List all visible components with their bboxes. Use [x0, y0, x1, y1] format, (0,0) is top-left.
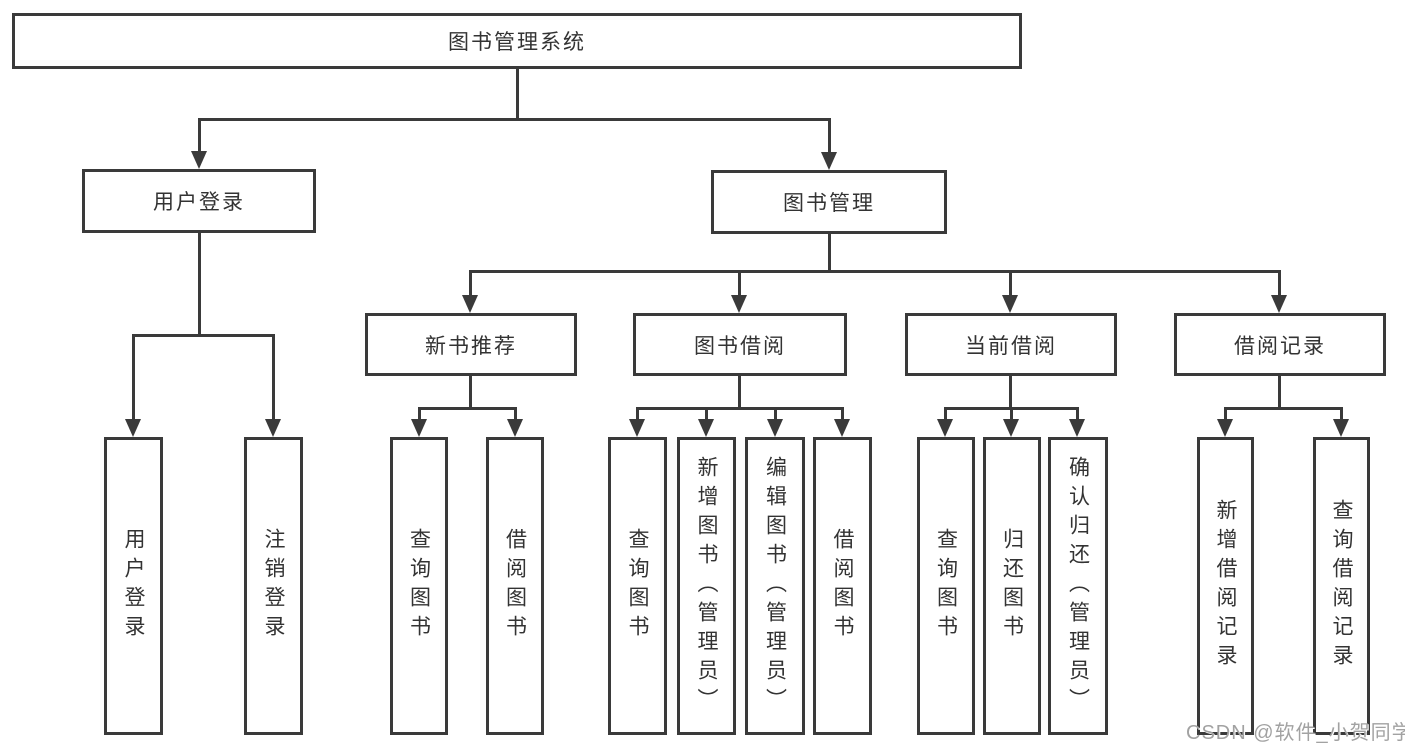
- arrowhead-down-icon: [1069, 419, 1085, 437]
- node-bb-edit-label: 编辑图书（管理员）: [763, 455, 787, 717]
- node-user-login-label: 用户登录: [153, 191, 245, 214]
- connector-root-stem: [516, 67, 519, 120]
- node-bb-add-label: 新增图书（管理员）: [695, 455, 718, 717]
- connector-stem: [418, 407, 421, 423]
- node-bb-add: 新增图书（管理员）: [677, 437, 736, 735]
- node-new-book-rec-label: 新书推荐: [425, 334, 517, 358]
- connector-stem: [774, 407, 777, 423]
- connector-root-branch: [198, 118, 831, 121]
- connector-stem: [1278, 376, 1281, 410]
- connector-stem: [198, 233, 201, 336]
- node-user-login: 用户登录: [82, 169, 316, 233]
- node-cb-return: 归还图书: [983, 437, 1041, 735]
- arrowhead-down-icon: [698, 419, 714, 437]
- connector-stem: [1278, 270, 1281, 298]
- node-book-mgmt: 图书管理: [711, 170, 947, 234]
- connector-stem: [841, 407, 844, 423]
- connector-branch: [469, 270, 1281, 273]
- connector-stem: [469, 270, 472, 298]
- node-rec-query: 查询图书: [390, 437, 448, 735]
- connector-stem: [828, 234, 831, 273]
- connector-stem: [514, 407, 517, 423]
- node-borrow-record: 借阅记录: [1174, 313, 1386, 376]
- node-cb-confirm: 确认归还（管理员）: [1048, 437, 1108, 735]
- node-br-add-label: 新增借阅记录: [1214, 499, 1237, 673]
- node-leaf-logout: 注销登录: [244, 437, 303, 735]
- arrowhead-down-icon: [1271, 295, 1287, 313]
- arrowhead-down-icon: [1003, 419, 1019, 437]
- arrowhead-down-icon: [629, 419, 645, 437]
- connector-stem: [828, 118, 831, 154]
- watermark: CSDN @软件_小贺同学: [1186, 722, 1405, 744]
- node-bb-edit: 编辑图书（管理员）: [745, 437, 805, 735]
- node-leaf-login-label: 用户登录: [122, 528, 145, 644]
- arrowhead-down-icon: [1217, 419, 1233, 437]
- connector-stem: [1340, 407, 1343, 423]
- connector-branch: [418, 407, 517, 410]
- arrowhead-down-icon: [191, 151, 207, 169]
- node-new-book-rec: 新书推荐: [365, 313, 577, 376]
- connector-stem: [738, 376, 741, 410]
- connector-stem: [1009, 270, 1012, 298]
- connector-stem: [1009, 376, 1012, 410]
- arrowhead-down-icon: [462, 295, 478, 313]
- node-rec-borrow: 借阅图书: [486, 437, 544, 735]
- connector-stem: [738, 270, 741, 298]
- node-br-query: 查询借阅记录: [1313, 437, 1370, 735]
- connector-branch: [132, 334, 275, 337]
- node-current-borrow-label: 当前借阅: [965, 334, 1057, 358]
- node-leaf-login: 用户登录: [104, 437, 163, 735]
- arrowhead-down-icon: [1002, 295, 1018, 313]
- node-cb-query: 查询图书: [917, 437, 975, 735]
- node-book-mgmt-label: 图书管理: [783, 192, 875, 215]
- node-root-label: 图书管理系统: [448, 31, 586, 54]
- connector-stem: [469, 376, 472, 410]
- connector-stem: [198, 118, 201, 154]
- node-br-query-label: 查询借阅记录: [1330, 499, 1353, 673]
- arrowhead-down-icon: [411, 419, 427, 437]
- node-root: 图书管理系统: [12, 13, 1022, 69]
- node-current-borrow: 当前借阅: [905, 313, 1117, 376]
- arrowhead-down-icon: [937, 419, 953, 437]
- connector-branch: [636, 407, 844, 410]
- node-bb-query-label: 查询图书: [626, 528, 649, 644]
- connector-stem: [705, 407, 708, 423]
- node-book-borrow-label: 图书借阅: [694, 334, 786, 358]
- node-br-add: 新增借阅记录: [1197, 437, 1254, 735]
- arrowhead-down-icon: [265, 419, 281, 437]
- node-leaf-logout-label: 注销登录: [262, 528, 285, 644]
- arrowhead-down-icon: [767, 419, 783, 437]
- connector-stem: [944, 407, 947, 423]
- arrowhead-down-icon: [821, 152, 837, 170]
- connector-branch: [1224, 407, 1343, 410]
- node-cb-confirm-label: 确认归还（管理员）: [1066, 455, 1090, 717]
- connector-stem: [132, 334, 135, 421]
- node-bb-borrow-label: 借阅图书: [831, 528, 854, 644]
- connector-stem: [1010, 407, 1013, 423]
- connector-stem: [636, 407, 639, 423]
- connector-stem: [272, 334, 275, 421]
- connector-stem: [1076, 407, 1079, 423]
- connector-stem: [1224, 407, 1227, 423]
- node-bb-borrow: 借阅图书: [813, 437, 872, 735]
- node-rec-borrow-label: 借阅图书: [503, 528, 527, 644]
- arrowhead-down-icon: [834, 419, 850, 437]
- arrowhead-down-icon: [125, 419, 141, 437]
- node-cb-query-label: 查询图书: [934, 528, 958, 644]
- arrowhead-down-icon: [1333, 419, 1349, 437]
- arrowhead-down-icon: [731, 295, 747, 313]
- node-borrow-record-label: 借阅记录: [1234, 334, 1326, 358]
- node-bb-query: 查询图书: [608, 437, 667, 735]
- node-cb-return-label: 归还图书: [1000, 528, 1024, 644]
- node-rec-query-label: 查询图书: [407, 528, 431, 644]
- arrowhead-down-icon: [507, 419, 523, 437]
- node-book-borrow: 图书借阅: [633, 313, 847, 376]
